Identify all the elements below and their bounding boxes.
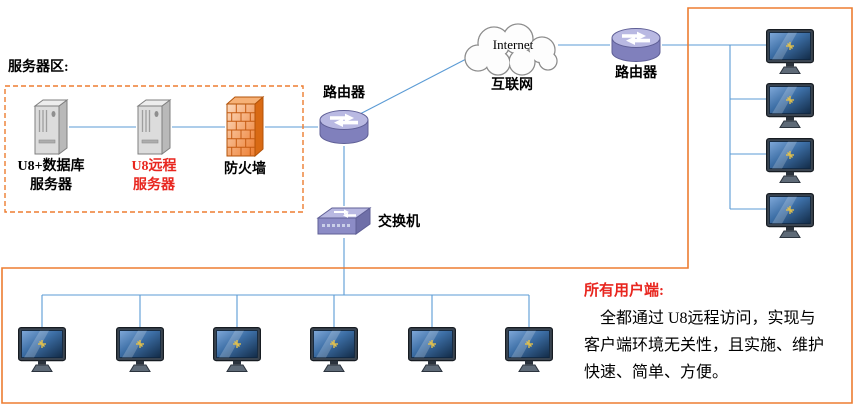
monitor-icon xyxy=(116,327,164,373)
note-line: 客户端环境无关性，且实施、维护 xyxy=(584,337,825,354)
monitor-icon xyxy=(766,193,814,239)
remote-server-node xyxy=(136,98,172,161)
note-line: 快速、简单、方便。 xyxy=(584,364,729,381)
user-area-outline xyxy=(1,7,853,404)
client-monitor xyxy=(766,83,814,134)
client-monitor xyxy=(213,327,261,378)
firewall-label: 防火墙 xyxy=(224,162,266,177)
monitor-icon xyxy=(505,327,553,373)
db-server-label: U8+数据库 服务器 xyxy=(4,157,98,195)
db-server-label-line2: 服务器 xyxy=(30,178,72,193)
server-icon xyxy=(33,98,69,156)
client-monitor xyxy=(766,193,814,244)
internet-label: Internet xyxy=(492,37,534,52)
router-icon xyxy=(610,26,662,64)
firewall-node xyxy=(225,94,265,163)
remote-server-label-line2: 服务器 xyxy=(133,178,175,193)
server-area-dashed-border xyxy=(4,85,304,213)
monitor-icon xyxy=(18,327,66,373)
client-monitor xyxy=(116,327,164,378)
client-monitor xyxy=(505,327,553,378)
internet-cloud-node xyxy=(456,16,568,85)
client-monitor xyxy=(766,138,814,189)
monitor-icon xyxy=(408,327,456,373)
firewall-icon xyxy=(225,94,265,158)
client-monitor xyxy=(766,29,814,80)
client-monitor xyxy=(408,327,456,378)
internet-cloud-icon xyxy=(464,23,558,76)
internet-caption: 互联网 xyxy=(491,78,533,93)
router-left-node xyxy=(318,108,370,151)
switch-label: 交换机 xyxy=(378,215,420,230)
client-monitor xyxy=(310,327,358,378)
note-body: 全都通过 U8远程访问，实现与 客户端环境无关性，且实施、维护 快速、简单、方便… xyxy=(584,305,854,386)
monitor-icon xyxy=(213,327,261,373)
monitor-icon xyxy=(310,327,358,373)
switch-node xyxy=(316,206,372,243)
monitor-icon xyxy=(766,83,814,129)
remote-server-label-line1: U8远程 xyxy=(131,159,177,174)
router-left-label: 路由器 xyxy=(323,86,365,101)
monitor-icon xyxy=(766,29,814,75)
note-line: 全都通过 U8远程访问，实现与 xyxy=(600,310,816,327)
monitor-icon xyxy=(766,138,814,184)
db-server-label-line1: U8+数据库 xyxy=(17,159,85,174)
server-area-title: 服务器区: xyxy=(8,60,69,75)
server-icon xyxy=(136,98,172,156)
db-server-node xyxy=(33,98,69,161)
note-title: 所有用户端: xyxy=(584,283,664,299)
router-right-label: 路由器 xyxy=(615,66,657,81)
router-right-node xyxy=(610,26,662,69)
router-icon xyxy=(318,108,370,146)
switch-icon xyxy=(316,206,372,238)
client-monitor xyxy=(18,327,66,378)
remote-server-label: U8远程 服务器 xyxy=(121,157,187,195)
wire-lines xyxy=(41,44,766,327)
